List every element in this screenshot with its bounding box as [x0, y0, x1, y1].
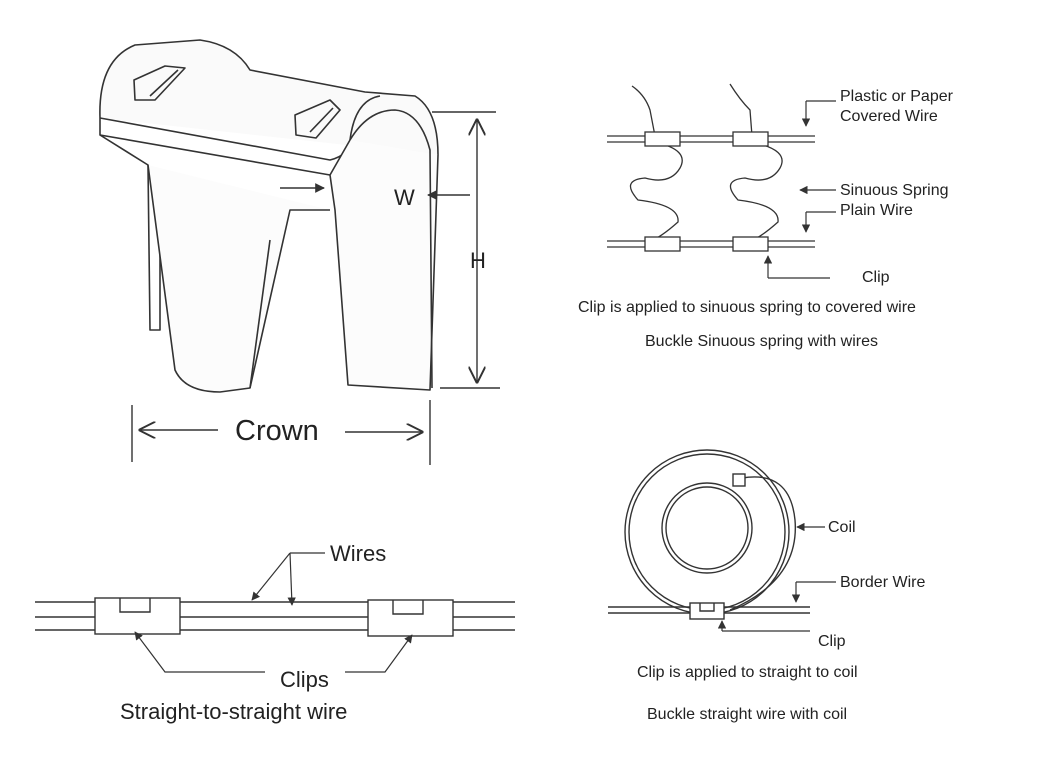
- covered-wire-label-line1: Plastic or Paper: [840, 88, 954, 105]
- clip-3d-drawing: [99, 39, 439, 393]
- wire-width-indicator: [280, 183, 470, 200]
- straight-wire-figure: [35, 597, 515, 637]
- coil-caption-2: Buckle straight wire with coil: [647, 706, 847, 723]
- height-indicator: [432, 111, 500, 389]
- sinuous-spring-figure: [607, 83, 815, 252]
- sinuous-spring-label: Sinuous Spring: [840, 182, 949, 199]
- coil-figure: [608, 449, 810, 620]
- clips-label: Clips: [280, 667, 329, 692]
- covered-wire-label-line2: Covered Wire: [840, 108, 938, 125]
- straight-wire-pointers: [134, 552, 413, 673]
- coil-caption-1: Clip is applied to straight to coil: [637, 664, 858, 681]
- coil-pointers: [717, 522, 836, 632]
- plain-wire-label: Plain Wire: [840, 202, 913, 219]
- sinuous-caption-1: Clip is applied to sinuous spring to cov…: [578, 299, 916, 316]
- crown-dimension-label: Crown: [235, 415, 319, 447]
- w-dimension-label: W: [394, 185, 415, 210]
- sinuous-spring-pointers: [763, 100, 836, 279]
- coil-label: Coil: [828, 519, 856, 536]
- straight-caption: Straight-to-straight wire: [120, 699, 347, 724]
- crown-indicator: [131, 400, 431, 465]
- border-wire-label: Border Wire: [840, 574, 925, 591]
- sinuous-caption-2: Buckle Sinuous spring with wires: [645, 333, 878, 350]
- coil-clip-label: Clip: [818, 633, 846, 650]
- h-dimension-label: H: [470, 248, 486, 273]
- sinuous-clip-label: Clip: [862, 269, 890, 286]
- wires-label: Wires: [330, 541, 386, 566]
